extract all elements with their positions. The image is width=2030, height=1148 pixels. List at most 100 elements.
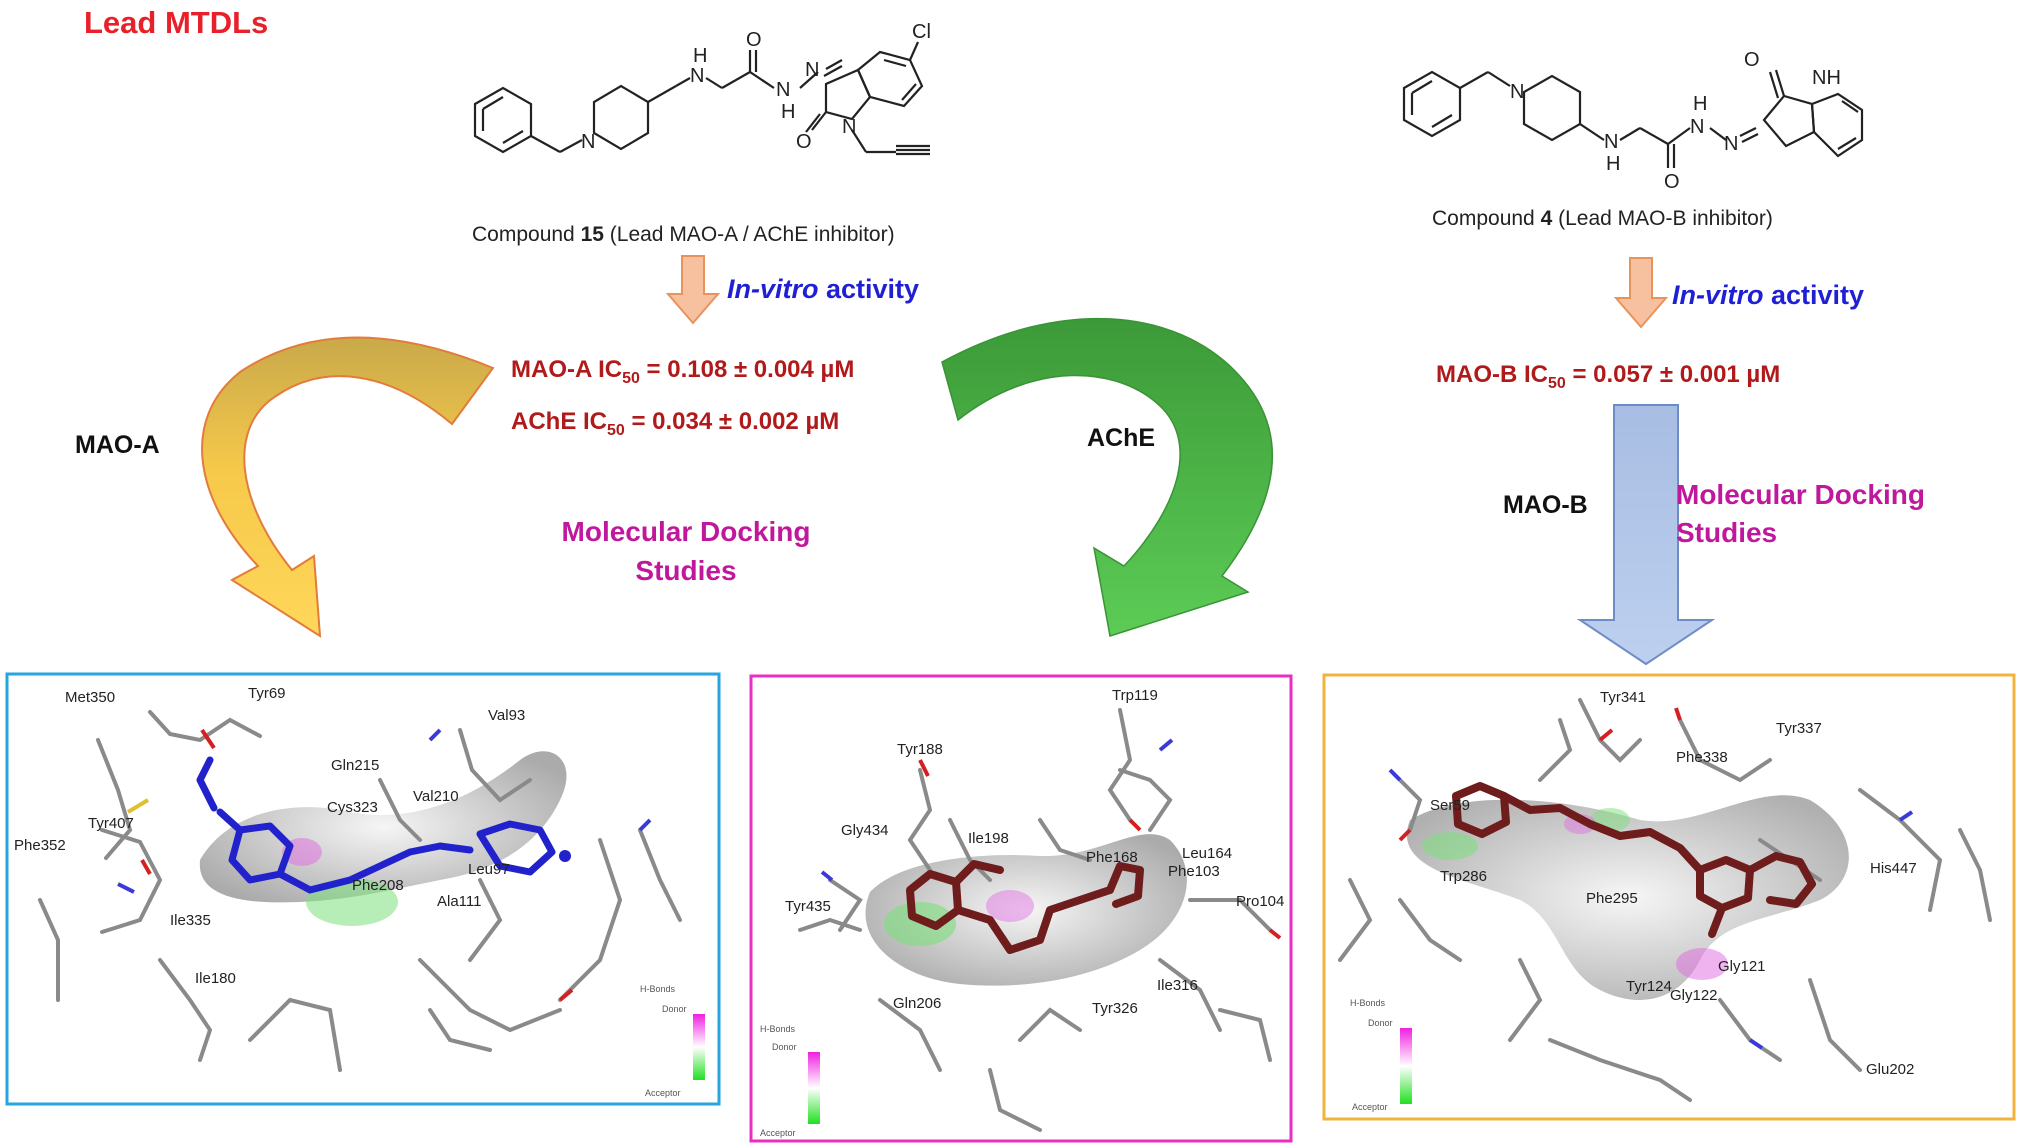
ache-docking-panel: Trp119 Tyr188 Ile198 Gly434 Phe168 Leu16…: [749, 674, 1293, 1143]
maob-ic50-result: MAO-B IC50 = 0.057 ± 0.001 µM: [1436, 361, 1780, 392]
amine-nitrogen-label: N: [690, 65, 704, 87]
ache-curved-arrow: [941, 317, 1274, 637]
maob-down-arrow: [1576, 404, 1716, 666]
svg-text:Tyr341: Tyr341: [1600, 689, 1646, 706]
compound-15-atom-labels: Cl N N H O N H N O N: [581, 21, 931, 153]
docking-label-center-line2: Studies: [635, 555, 736, 586]
svg-text:Tyr124: Tyr124: [1626, 978, 1672, 995]
svg-text:Gln215: Gln215: [331, 757, 379, 774]
maoa-curved-arrow: [201, 336, 495, 638]
svg-text:Ile198: Ile198: [968, 830, 1009, 847]
c4-amine-hydrogen-label: H: [1606, 153, 1620, 175]
svg-text:Tyr435: Tyr435: [785, 898, 831, 915]
maob-legend-acceptor: Acceptor: [1352, 1102, 1388, 1112]
ache-residue-labels: Trp119 Tyr188 Ile198 Gly434 Phe168 Leu16…: [785, 687, 1284, 1017]
maoa-legend-donor: Donor: [662, 1004, 687, 1014]
chlorine-label: Cl: [912, 21, 931, 43]
svg-text:Pro104: Pro104: [1236, 893, 1284, 910]
compound-4-down-arrow: [1613, 257, 1669, 329]
svg-text:Phe208: Phe208: [352, 877, 404, 894]
svg-text:Trp286: Trp286: [1440, 868, 1487, 885]
svg-text:Gly122: Gly122: [1670, 987, 1718, 1004]
compound-4-atom-labels: N N H O N H N O NH: [1510, 49, 1841, 193]
svg-text:Cys323: Cys323: [327, 799, 378, 816]
carbonyl-oxygen-label: O: [746, 29, 762, 51]
c4-isatin-nh-label: NH: [1812, 67, 1841, 89]
svg-text:Ser59: Ser59: [1430, 797, 1470, 814]
svg-text:Gly121: Gly121: [1718, 958, 1766, 975]
svg-text:Phe295: Phe295: [1586, 890, 1638, 907]
maob-docking-panel: Tyr341 Tyr337 Phe338 Ser59 His447 Trp286…: [1322, 673, 2016, 1121]
c4-hydrazide-hydrogen-label: H: [1693, 93, 1707, 115]
maob-legend-donor: Donor: [1368, 1018, 1393, 1028]
page-title: Lead MTDLs: [84, 5, 268, 40]
svg-text:Leu164: Leu164: [1182, 845, 1232, 862]
svg-text:Tyr69: Tyr69: [248, 685, 286, 702]
amine-hydrogen-label: H: [693, 45, 707, 67]
svg-text:Met350: Met350: [65, 689, 115, 706]
svg-text:Phe352: Phe352: [14, 837, 66, 854]
compound-15-down-arrow: [665, 255, 721, 325]
maoa-target-label: MAO-A: [75, 431, 160, 459]
maoa-docking-panel: Met350 Tyr69 Val93 Gln215 Val210 Tyr407 …: [5, 672, 721, 1106]
svg-text:Ile180: Ile180: [195, 970, 236, 987]
c4-imine-nitrogen-label: N: [1724, 133, 1738, 155]
maoa-ic50-result: MAO-A IC50 = 0.108 ± 0.004 µM: [511, 356, 854, 387]
svg-text:Tyr337: Tyr337: [1776, 720, 1822, 737]
svg-text:Ile335: Ile335: [170, 912, 211, 929]
imine-nitrogen-label: N: [805, 59, 819, 81]
svg-text:Phe103: Phe103: [1168, 863, 1220, 880]
hydrazide-nitrogen-label: N: [776, 79, 790, 101]
c4-amine-nitrogen-label: N: [1604, 131, 1618, 153]
svg-text:Glu202: Glu202: [1866, 1061, 1914, 1078]
svg-text:Trp119: Trp119: [1112, 687, 1158, 704]
ache-legend-gradient: [808, 1052, 820, 1124]
maoa-binding-surface: [199, 751, 567, 903]
svg-text:Phe168: Phe168: [1086, 849, 1138, 866]
ache-legend-title: H-Bonds: [760, 1024, 796, 1034]
compound-4-caption: Compound 4 (Lead MAO-B inhibitor): [1432, 207, 1773, 230]
maob-binding-surface: [1406, 795, 1849, 1000]
piperidine-nitrogen-label: N: [581, 131, 595, 153]
compound-15-caption: Compound 15 (Lead MAO-A / AChE inhibitor…: [472, 223, 895, 246]
maob-target-label: MAO-B: [1503, 491, 1588, 519]
ache-target-label: AChE: [1087, 424, 1155, 452]
ache-legend-donor: Donor: [772, 1042, 797, 1052]
maob-legend-title: H-Bonds: [1350, 998, 1386, 1008]
invitro-label-left: In-vitro activity: [727, 274, 919, 304]
hydrazide-hydrogen-label: H: [781, 101, 795, 123]
svg-text:Gly434: Gly434: [841, 822, 889, 839]
maoa-legend-gradient: [693, 1014, 705, 1080]
isatin-nitrogen-label: N: [842, 116, 856, 138]
svg-text:Tyr188: Tyr188: [897, 741, 943, 758]
isatin-oxygen-label: O: [796, 131, 812, 153]
svg-text:Gln206: Gln206: [893, 995, 941, 1012]
compound-4-structure: [1402, 69, 1864, 168]
compound-15-structure: [473, 41, 930, 156]
ache-ic50-result: AChE IC50 = 0.034 ± 0.002 µM: [511, 408, 839, 439]
maoa-legend-acceptor: Acceptor: [645, 1088, 681, 1098]
docking-label-center-line1: Molecular Docking: [562, 516, 811, 547]
svg-text:Val93: Val93: [488, 707, 525, 724]
c4-hydrazide-nitrogen-label: N: [1690, 116, 1704, 138]
svg-text:His447: His447: [1870, 860, 1917, 877]
c4-carbonyl-oxygen-label: O: [1664, 171, 1680, 193]
maob-residue-labels: Tyr341 Tyr337 Phe338 Ser59 His447 Trp286…: [1430, 689, 1917, 1078]
maoa-residue-labels: Met350 Tyr69 Val93 Gln215 Val210 Tyr407 …: [14, 685, 525, 987]
ache-binding-surface: [865, 834, 1187, 986]
svg-text:Ala111: Ala111: [437, 893, 481, 910]
c4-isatin-oxygen-label: O: [1744, 49, 1760, 71]
svg-text:Phe338: Phe338: [1676, 749, 1728, 766]
maob-legend-gradient: [1400, 1028, 1412, 1104]
svg-text:Ile316: Ile316: [1157, 977, 1198, 994]
svg-text:Tyr407: Tyr407: [88, 815, 134, 832]
docking-label-right-line1: Molecular Docking: [1676, 479, 1925, 510]
c4-piperidine-nitrogen-label: N: [1510, 81, 1524, 103]
invitro-label-right: In-vitro activity: [1672, 280, 1864, 310]
svg-text:Tyr326: Tyr326: [1092, 1000, 1138, 1017]
ache-legend-acceptor: Acceptor: [760, 1128, 796, 1138]
maoa-legend-title: H-Bonds: [640, 984, 676, 994]
docking-label-right-line2: Studies: [1676, 517, 1777, 548]
svg-text:Leu97: Leu97: [468, 861, 510, 878]
